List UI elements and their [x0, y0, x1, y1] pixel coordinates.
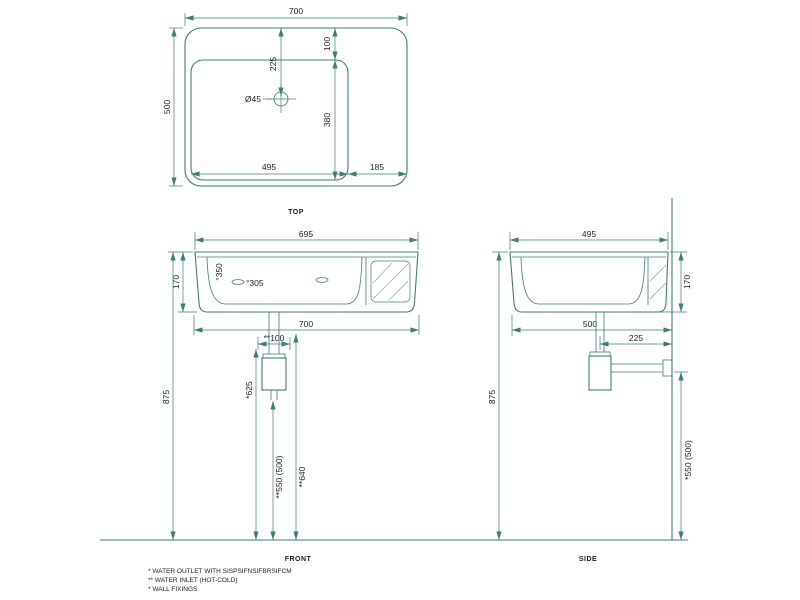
bottle-trap-front — [261, 312, 287, 400]
note-wall-fixings: * WALL FIXINGS — [148, 586, 198, 593]
footnotes: * WATER OUTLET WITH SISPSIFNSIFBRSIFCM *… — [148, 568, 292, 593]
dim-front-top-width: 695 — [194, 229, 419, 250]
dim-label-inlet-spacing: **100 — [264, 333, 285, 343]
dim-label-side-rim-height: 875 — [487, 390, 497, 404]
overflow-slot-right — [315, 277, 329, 283]
dim-label-tap-diameter: Ø45 — [245, 94, 261, 104]
dim-tap-hole-offset: 225 — [268, 28, 284, 96]
dim-label-bowl-top-offset: 100 — [322, 37, 332, 51]
dim-label-bowl-b: °305 — [246, 278, 264, 288]
note-water-outlet: * WATER OUTLET WITH SISPSIFNSIFBRSIFCM — [148, 568, 292, 575]
dim-label-tap-offset: 225 — [268, 57, 278, 71]
dim-front-basin-height: 170 — [168, 251, 197, 313]
shelf-recess-side — [649, 264, 667, 300]
dim-deck-width: 185 — [348, 162, 407, 177]
bowl-section-side — [520, 256, 646, 305]
dim-top-overall-depth: 500 — [162, 27, 183, 187]
front-view-label: FRONT — [285, 556, 312, 563]
dim-tap-hole-diameter: Ø45 — [245, 94, 272, 104]
dim-label-front-width: 695 — [299, 229, 313, 239]
dim-inlet-spacing: **100 — [257, 333, 291, 350]
dim-label-side-depth: 495 — [582, 229, 596, 239]
dim-waste-outlet-height: **550 (500) — [270, 401, 284, 540]
dim-label-bowl-width: 495 — [262, 162, 276, 172]
dim-front-rim-height: 875 — [161, 252, 176, 540]
shelf-recess-front — [370, 260, 411, 303]
dim-label-deck-width: 185 — [370, 162, 384, 172]
dim-label-trap-to-wall: 225 — [629, 333, 643, 343]
dim-label-wall-outlet-height: *550 (500) — [683, 440, 693, 480]
dim-label-side-overall-depth: 500 — [583, 319, 597, 329]
basin-bowl-top — [190, 59, 349, 181]
note-water-inlet: ** WATER INLET (HOT-COLD) — [148, 577, 237, 584]
dim-label-bowl-length: 380 — [322, 113, 332, 127]
dim-outlet-drop: *625 — [244, 349, 259, 540]
dim-label-inlet-height: **640 — [297, 466, 307, 487]
top-view-label: TOP — [288, 209, 304, 216]
bottle-trap-side — [588, 312, 673, 391]
dim-bowl-length: 380 — [322, 60, 338, 180]
side-view: 495 170 500 225 875 — [487, 198, 693, 563]
dim-label-front-rim-height: 875 — [161, 390, 171, 404]
bowl-section-front — [206, 256, 363, 305]
dim-label-top-depth: 500 — [162, 100, 172, 114]
dim-front-overall-width: 700 — [193, 315, 420, 335]
dim-side-rim-height: 875 — [487, 251, 508, 540]
dim-label-front-overall-width: 700 — [299, 319, 313, 329]
dim-label-waste-outlet-height: **550 (500) — [274, 455, 284, 498]
dim-inlet-height: **640 — [293, 334, 307, 540]
dim-side-basin-height: 170 — [660, 251, 692, 313]
basin-outer-rim-top — [184, 27, 408, 187]
front-view: °350 °305 695 170 700 **100 — [161, 229, 420, 563]
dim-label-front-basin-height: 170 — [171, 275, 181, 289]
dim-top-overall-width: 700 — [184, 6, 408, 26]
dim-trap-to-wall: 225 — [599, 333, 672, 350]
dim-side-top-depth: 495 — [509, 229, 669, 250]
dim-label-top-width: 700 — [289, 6, 303, 16]
basin-outline-side — [509, 251, 669, 313]
dim-label-bowl-a: °350 — [214, 263, 224, 281]
top-view: 700 500 100 380 225 Ø45 495 — [162, 6, 408, 216]
dim-label-outlet-drop: *625 — [244, 381, 254, 399]
dim-label-side-basin-height: 170 — [682, 275, 692, 289]
dim-wall-outlet-height: *550 (500) — [674, 371, 693, 540]
basin-outline-front — [194, 251, 419, 313]
overflow-slot-left — [231, 279, 245, 285]
side-view-label: SIDE — [579, 556, 597, 563]
dim-side-overall-depth: 500 — [511, 315, 672, 336]
wall-escutcheon — [662, 359, 673, 377]
dim-bowl-width: 495 — [191, 162, 348, 177]
dim-bowl-top-offset: 100 — [322, 28, 338, 60]
